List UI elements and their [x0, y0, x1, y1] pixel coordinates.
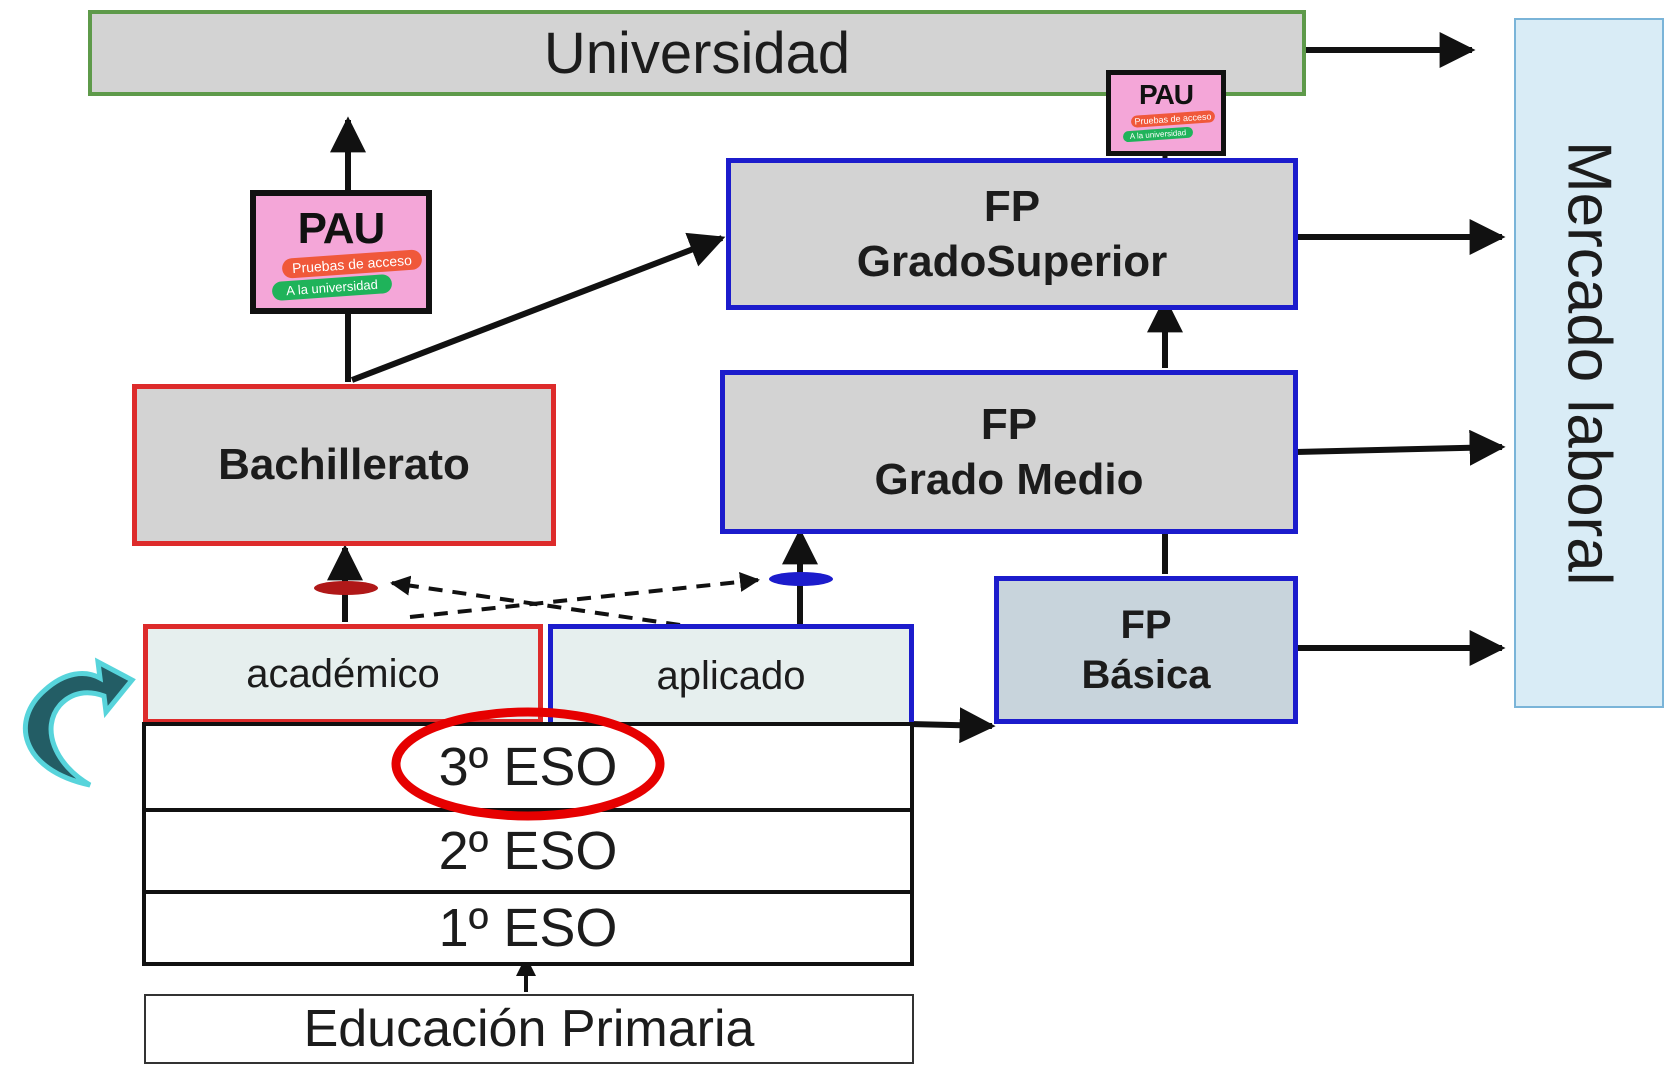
blue-junction [769, 572, 833, 586]
eso1-label: 1º ESO [438, 898, 618, 958]
eso2-label: 2º ESO [438, 821, 618, 881]
pau-title-small: PAU [1138, 79, 1194, 110]
pau-tag-universidad-small: A la universidad [1122, 126, 1194, 143]
aplicado-label: aplicado [656, 653, 806, 698]
universidad-label: Universidad [543, 20, 851, 86]
red-junction [314, 581, 378, 595]
primaria-label: Educación Primaria [303, 1000, 755, 1058]
mercado-label: Mercado laboral [1554, 140, 1624, 586]
curved-arrow-icon [22, 657, 136, 788]
fp-basica-line1: FP [1120, 603, 1172, 647]
node-mercado-laboral: Mercado laboral [1514, 18, 1664, 708]
node-educacion-primaria: Educación Primaria [144, 994, 914, 1064]
academico-label: académico [246, 651, 440, 696]
pau-badge-bachillerato: PAU Pruebas de acceso A la universidad [250, 190, 432, 314]
arrow-bach-fpsuperior [350, 232, 726, 383]
node-fp-grado-superior: FP GradoSuperior [726, 158, 1298, 310]
node-eso-1: 1º ESO [142, 890, 914, 966]
fp-basica-line2: Básica [1081, 653, 1211, 697]
node-fp-grado-medio: FP Grado Medio [720, 370, 1298, 534]
node-bachillerato: Bachillerato [132, 384, 556, 546]
node-universidad: Universidad [88, 10, 1306, 96]
pau-badge-fp-superior: PAU Pruebas de acceso A la universidad [1106, 70, 1226, 156]
fp-medio-line1: FP [980, 400, 1038, 449]
bachillerato-label: Bachillerato [218, 440, 470, 489]
highlight-ellipse [391, 707, 665, 821]
pau-title: PAU [297, 204, 386, 253]
fp-medio-line2: Grado Medio [874, 455, 1144, 504]
arrow-eso-fpbasica [909, 707, 996, 744]
arrow-fpmedio-mercado [1295, 429, 1506, 466]
node-fp-basica: FP Básica [994, 576, 1298, 724]
fp-superior-line1: FP [983, 182, 1041, 231]
eso3-label: 3º ESO [438, 737, 618, 797]
fp-superior-line2: GradoSuperior [856, 237, 1168, 286]
dashed-arrow-to-fpmedio [409, 571, 760, 619]
node-academico: académico [143, 624, 543, 724]
node-aplicado: aplicado [548, 624, 914, 728]
pau-tag-pruebas-small: Pruebas de acceso [1130, 110, 1216, 128]
